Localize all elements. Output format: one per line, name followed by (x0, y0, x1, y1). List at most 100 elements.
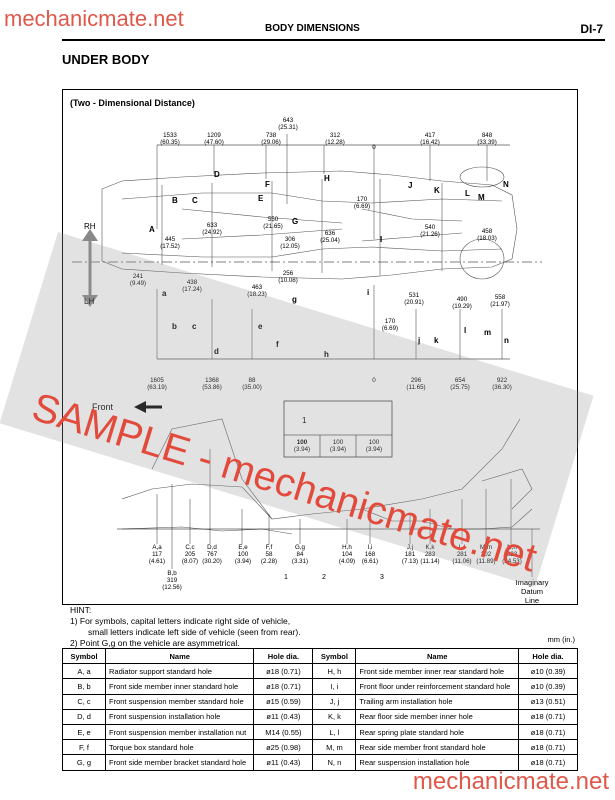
dim-label: 490(19.29) (452, 296, 472, 310)
table-cell: Front side member inner rear standard ho… (355, 663, 519, 680)
top-view-drawing (101, 166, 518, 280)
table-cell: K, k (312, 708, 357, 725)
rh-lh-arrow: RH LH (82, 222, 98, 307)
table-cell: ø18 (0.71) (518, 723, 578, 741)
dim-label: 1209(47.60) (204, 132, 224, 146)
dim-label: 438(17.24) (182, 279, 202, 293)
marker-3: 3 (380, 574, 384, 581)
col-header: Name (355, 647, 519, 665)
point-letter: C (192, 196, 198, 205)
mid-dimension-labels: 445(17.52) 633(24.92) 550(21.65) 306(12.… (130, 196, 510, 332)
table-cell: Front suspension installation hole (104, 708, 255, 725)
point-letter: I (380, 235, 382, 244)
table-cell: Trailing arm installation hole (355, 693, 519, 710)
table-cell: Radiator support standard hole (104, 663, 255, 680)
table-cell: ø18 (0.71) (253, 663, 314, 680)
table-cell: Rear suspension installation hole (355, 754, 519, 771)
page-number: DI-7 (580, 22, 603, 36)
inset-marker: 1 (302, 416, 307, 425)
point-letter: c (192, 322, 197, 331)
dim-label: 654(25.75) (450, 377, 470, 391)
point-letter: i (367, 288, 369, 297)
dim-label: 458(18.03) (477, 228, 497, 242)
table-cell: ø10 (0.39) (518, 663, 578, 680)
point-letter: B (172, 196, 178, 205)
table-cell: Rear spring plate standard hole (355, 723, 519, 741)
table-cell: Front side member bracket standard hole (104, 754, 255, 771)
table-cell: I, i (312, 678, 357, 695)
dim-label: 306(12.05) (280, 236, 300, 250)
point-letter: D (214, 170, 220, 179)
watermark-top: mechanicmate.net (4, 6, 184, 31)
header-title: BODY DIMENSIONS (265, 23, 360, 34)
dim-label: 1533(60.35) (160, 132, 180, 146)
inset-cell: 100(3.94) (294, 439, 310, 453)
point-letters-upper: A B C D E F G H I J K L M N (149, 170, 509, 244)
point-letter: d (214, 347, 219, 356)
dim-label: 636(25.04) (320, 230, 340, 244)
hint-line: 2) Point G,g on the vehicle are asymmetr… (70, 638, 240, 648)
side-markers: 1 2 3 (284, 574, 384, 581)
col-header: Name (104, 647, 255, 665)
dim-label: 550(21.65) (263, 216, 283, 230)
rh-label: RH (84, 222, 96, 231)
marker-2: 2 (322, 574, 326, 581)
dim-label: 241(9.49) (130, 273, 146, 287)
header-rule (62, 39, 605, 41)
table-cell: A, a (62, 663, 106, 680)
table-cell: Torque box standard hole (104, 739, 255, 756)
point-letter: g (292, 295, 297, 304)
front-label: Front (92, 402, 114, 412)
dim-label: 922(36.30) (492, 377, 512, 391)
side-leaders (156, 449, 512, 569)
col-header: Symbol (62, 647, 106, 665)
table-cell: J, j (312, 693, 357, 710)
point-letter: a (162, 289, 167, 298)
dim-label: 0 (372, 377, 376, 384)
table-cell: Rear side member front standard hole (355, 739, 519, 756)
table-cell: Front floor under reinforcement standard… (355, 678, 519, 695)
table-cell: G, g (62, 754, 106, 771)
hole-table: Symbol Name Hole dia. Symbol Name Hole d… (62, 647, 578, 771)
underbody-diagram: 1533(60.35) 1209(47.60) 738(29.06) 643(2… (72, 117, 549, 605)
table-cell: Rear floor side member inner hole (355, 708, 519, 725)
table-cell: Front side member inner standard hole (104, 678, 255, 695)
point-letter: l (464, 326, 466, 335)
table-cell: E, e (62, 723, 106, 741)
point-letter: G (292, 217, 298, 226)
dim-label: 312(12.28) (325, 132, 345, 146)
point-letter: j (417, 336, 420, 345)
dim-label: 558(21.97) (490, 294, 510, 308)
point-letter: E (258, 194, 264, 203)
table-cell: N, n (312, 754, 357, 771)
table-cell: ø11 (0.43) (253, 754, 314, 771)
col-header: Hole dia. (253, 647, 314, 665)
table-cell: ø18 (0.71) (518, 739, 578, 756)
point-letter: H (324, 174, 330, 183)
marker-1: 1 (284, 574, 288, 581)
table-cell: B, b (62, 678, 106, 695)
table-cell: ø25 (0.98) (253, 739, 314, 756)
point-letter: k (434, 336, 439, 345)
dim-label: 417(16.42) (420, 132, 440, 146)
table-cell: ø18 (0.71) (518, 708, 578, 725)
